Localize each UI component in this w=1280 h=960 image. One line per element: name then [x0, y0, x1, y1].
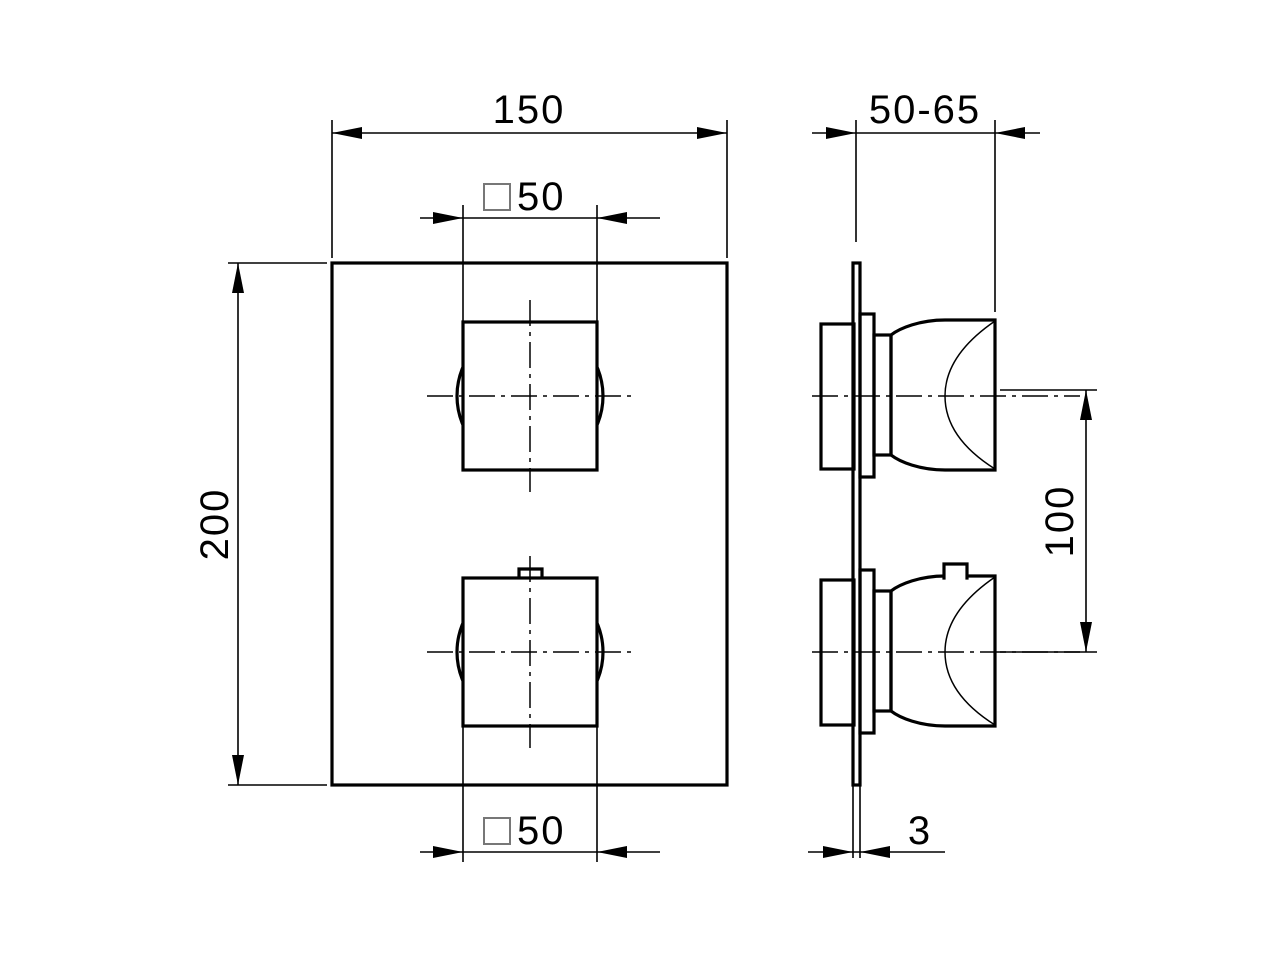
arrow-bottom-200 — [232, 755, 244, 785]
dim-label-100: 100 — [1038, 485, 1082, 558]
arrow-left-3 — [823, 846, 853, 858]
arrow-top-200 — [232, 263, 244, 293]
dim-front-height: 200 — [193, 262, 327, 786]
dim-label-top50: 50 — [517, 175, 566, 219]
dim-plate-thickness: 3 — [808, 780, 945, 858]
dim-handle-width-bottom: 50 — [420, 718, 660, 862]
arrow-right-5065 — [995, 127, 1025, 139]
square-symbol-bot50 — [483, 817, 511, 845]
arrow-right-3 — [860, 846, 890, 858]
dim-label-bot50: 50 — [517, 809, 566, 853]
arrow-left-5065 — [826, 127, 856, 139]
arrow-top-100 — [1080, 390, 1092, 420]
lower-side-tab-fill — [944, 563, 967, 579]
arrow-right-150 — [697, 127, 727, 139]
lower-handle-body — [889, 574, 997, 728]
arrow-left-bot50 — [433, 846, 463, 858]
square-symbol-top50 — [483, 183, 511, 211]
upper-handle-body — [889, 318, 997, 472]
arrow-left-top50 — [433, 212, 463, 224]
lower-handle-base — [872, 589, 893, 713]
arrow-right-top50 — [597, 212, 627, 224]
dim-front-width: 150 — [331, 88, 728, 258]
lower-side-tab — [942, 562, 969, 580]
lower-handle-lever-curve — [944, 576, 996, 726]
arrow-right-bot50 — [597, 846, 627, 858]
upper-handle-lever-curve — [944, 320, 996, 470]
dim-handle-width-top: 50 — [420, 175, 660, 330]
dim-label-5065: 50-65 — [869, 88, 981, 132]
arrow-left-150 — [332, 127, 362, 139]
upper-handle-base — [872, 333, 893, 457]
lower-handle-profile — [819, 562, 997, 735]
dim-label-200: 200 — [193, 488, 237, 561]
arrow-bottom-100 — [1080, 622, 1092, 652]
side-wall-plate — [851, 261, 862, 787]
dim-label-150: 150 — [493, 88, 566, 132]
dim-label-3: 3 — [908, 809, 932, 853]
dim-projection: 50-65 — [812, 88, 1040, 312]
dim-handle-spacing: 100 — [1000, 389, 1097, 653]
side-view-group — [812, 261, 1080, 787]
front-view-group — [330, 261, 729, 787]
front-escutcheon-plate — [330, 261, 729, 787]
